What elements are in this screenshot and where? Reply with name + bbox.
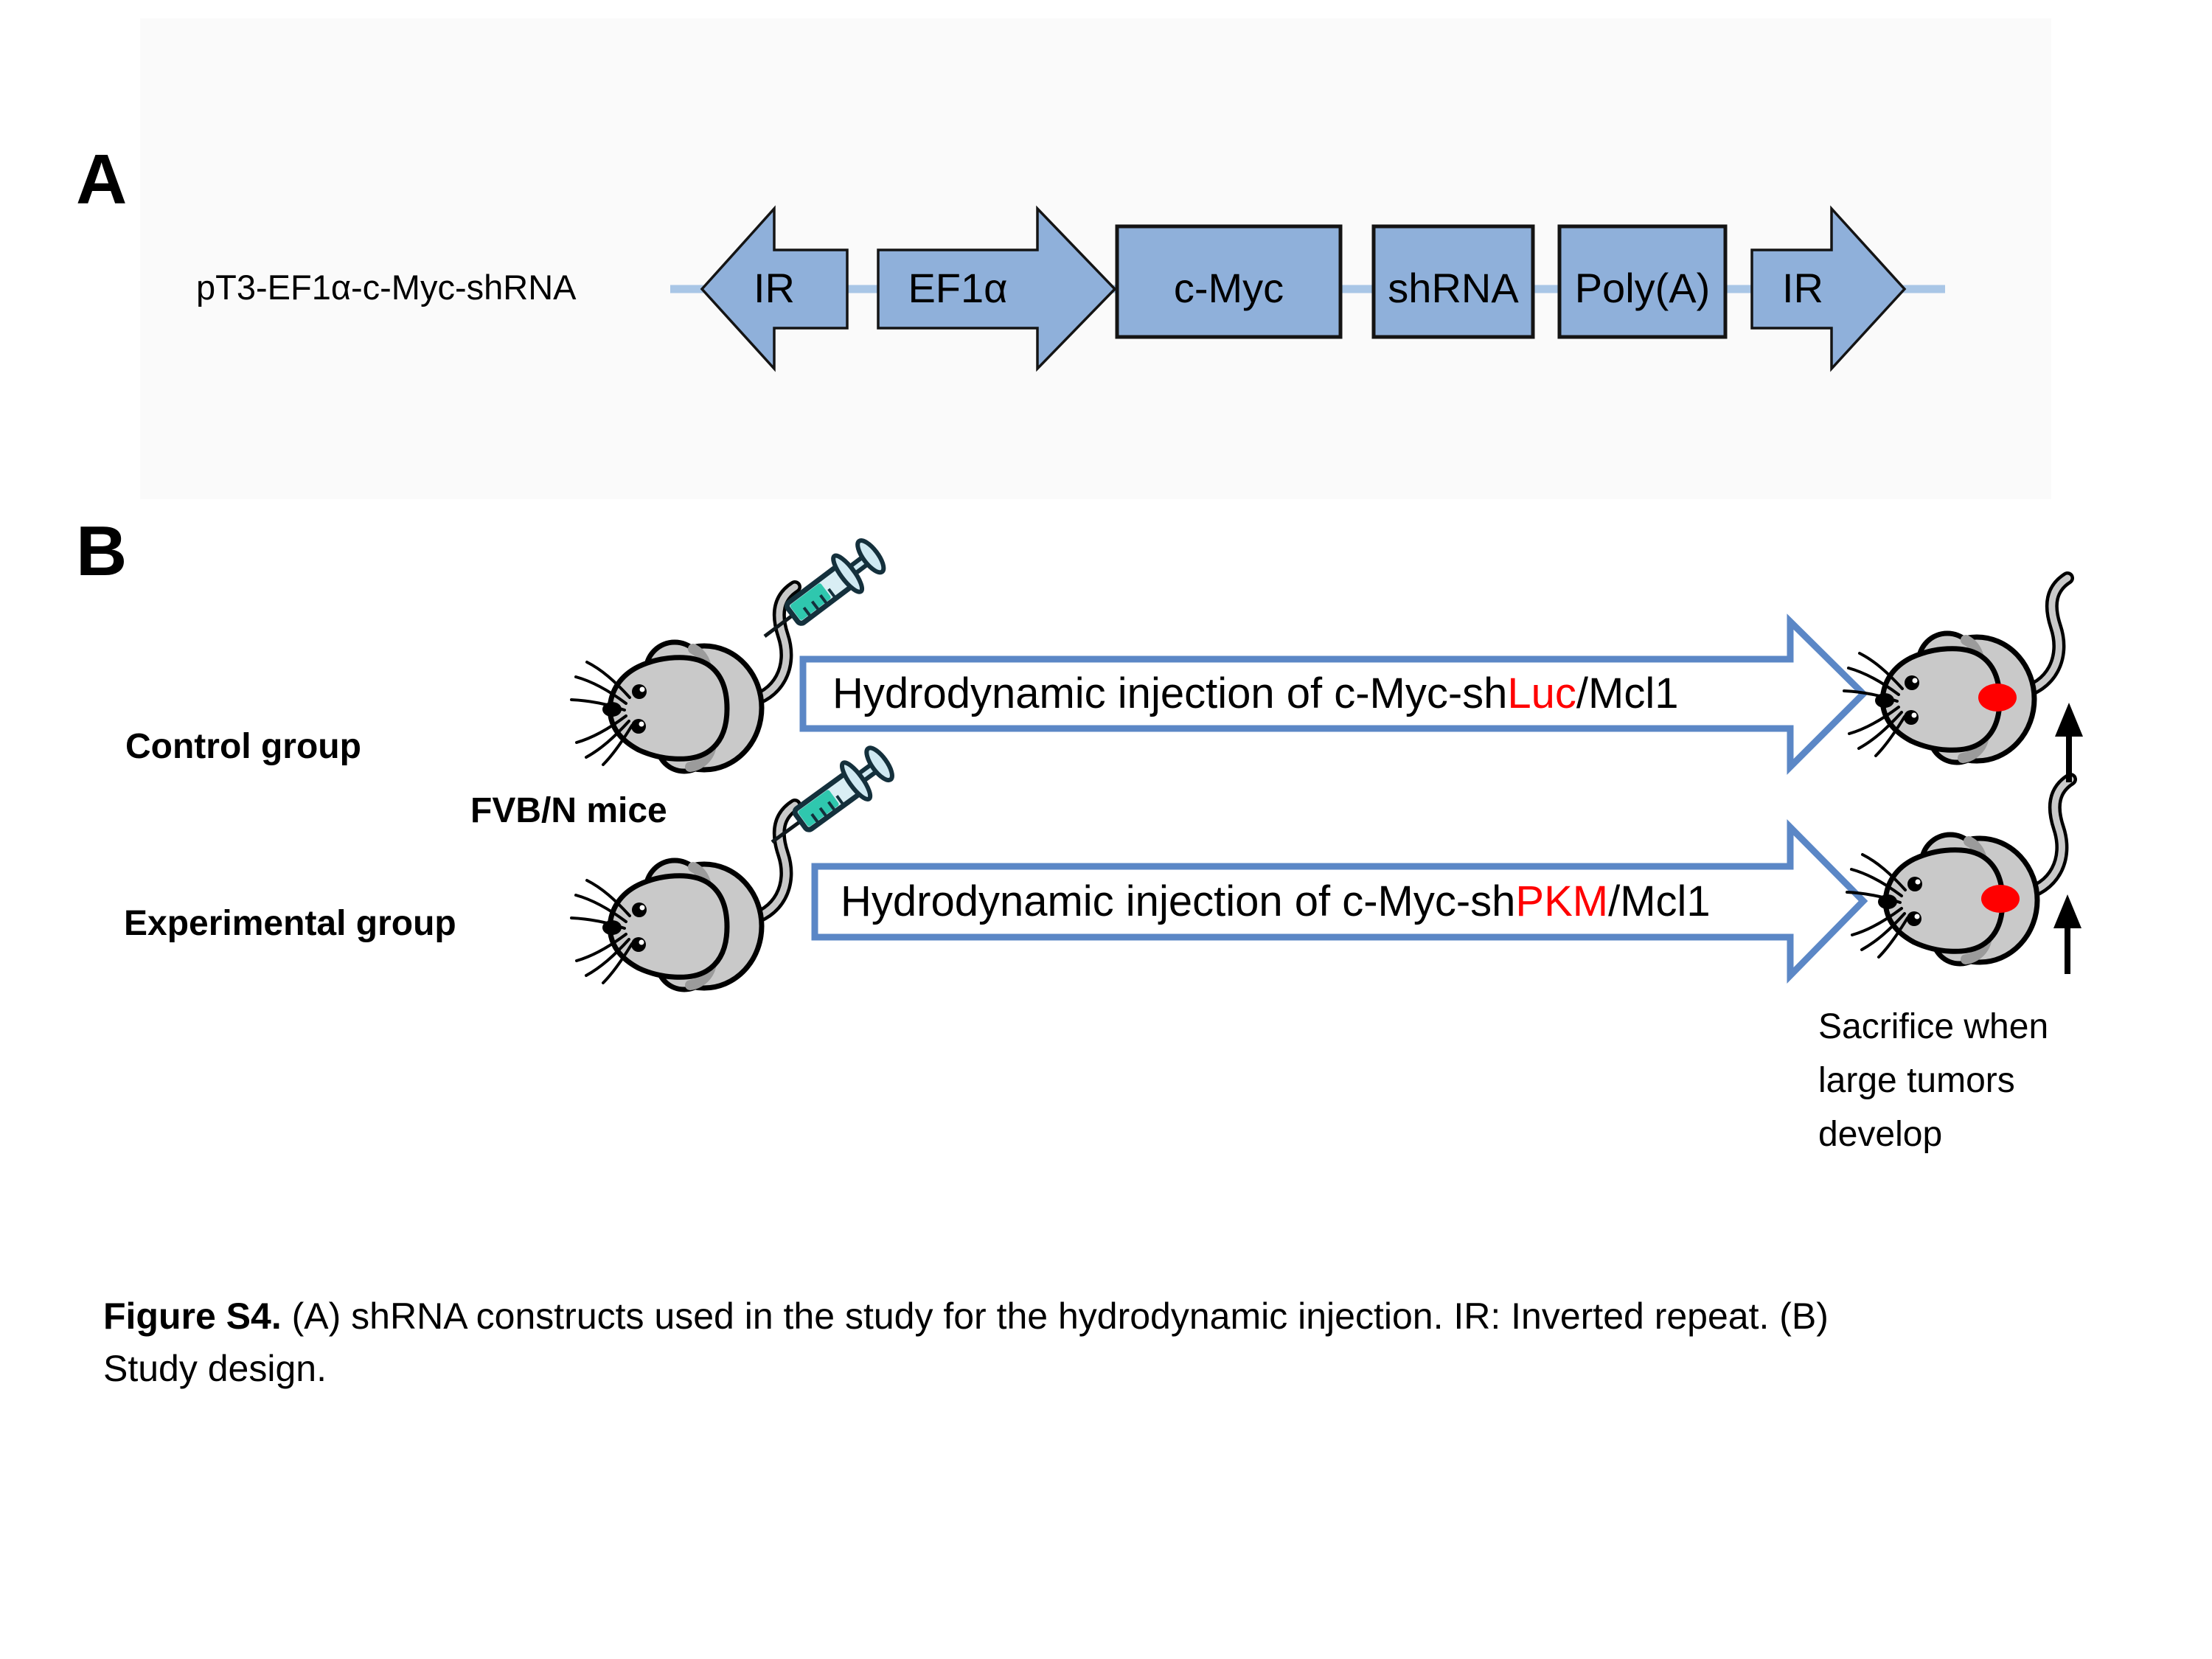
experimental-flow-arrow [811,819,1868,984]
ir-left-arrow-shape [700,205,849,372]
tumor-mouse-experimental-icon [1847,779,2070,964]
figure-caption-number: Figure S4. [103,1295,282,1337]
figure-caption-line2: Study design. [103,1348,327,1389]
control-arrow-text-highlight: Luc [1507,669,1576,717]
control-arrow-text-suffix: /Mcl1 [1576,669,1679,717]
tumor-mouse-control-icon [1844,578,2067,762]
construct-element-label-ir-right: IR [1782,265,1823,311]
sacrifice-note-line: develop [1818,1115,1943,1154]
experimental-arrow-text-suffix: /Mcl1 [1608,877,1711,925]
donor-mouse-experimental-icon [571,805,795,990]
experimental-group-label: Experimental group [124,904,456,943]
donor-mouse-control-icon [571,587,795,771]
up-arrow-icon [2055,703,2083,782]
experimental-arrow-text-highlight: PKM [1515,877,1609,925]
ir-right-arrow-shape [1750,205,1907,372]
mice-strain-label: FVB/N mice [470,791,667,830]
sacrifice-note-line: large tumors [1818,1061,2015,1100]
up-arrow-icon [2053,894,2081,974]
control-flow-arrow [799,613,1868,775]
control-group-label: Control group [125,727,361,766]
construct-element-label-shrna: shRNA [1388,265,1519,311]
experimental-arrow-text-prefix: Hydrodynamic injection of c-Myc-sh [841,877,1516,925]
figure-caption: Figure S4. (A) shRNA constructs used in … [103,1290,2168,1395]
construct-element-label-ir-left: IR [754,265,795,311]
construct-diagram [670,205,1945,372]
construct-element-label-ef1a: EF1α [908,265,1008,311]
construct-element-label-c-myc: c-Myc [1173,265,1284,311]
sacrifice-note: Sacrifice when large tumors develop [1818,1000,2048,1161]
tumor-dot [1981,885,2020,913]
panel-a-label: A [76,140,128,219]
ef1a-promoter-arrow-shape [877,205,1117,372]
tumor-dot [1978,684,2017,712]
polya-box-shape [1557,224,1728,339]
sacrifice-note-line: Sacrifice when [1818,1007,2049,1046]
panel-a-background [140,18,2051,499]
syringe-icon [751,535,890,654]
construct-name-label: pT3-EF1α-c-Myc-shRNA [196,268,577,307]
panel-b-label: B [76,512,128,591]
figure-caption-line1: (A) shRNA constructs used in the study f… [281,1295,1829,1337]
construct-element-label-polya: Poly(A) [1574,265,1711,311]
control-arrow-text-prefix: Hydrodynamic injection of c-Myc-sh [832,669,1508,717]
shrna-box-shape [1371,224,1535,339]
c-myc-box-shape [1115,224,1343,339]
